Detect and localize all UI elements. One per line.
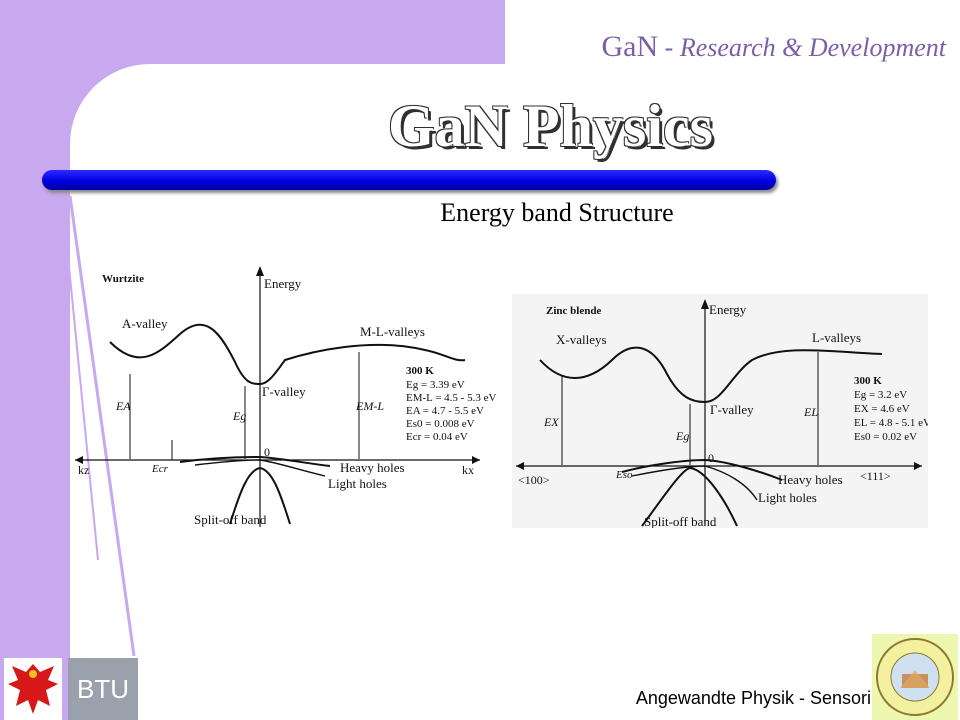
energy-axis-arrow (256, 266, 264, 276)
param-eg: Eg = 3.39 eV (406, 379, 465, 391)
l-valleys-label: L-valleys (812, 330, 861, 345)
param-ea: EA = 4.7 - 5.5 eV (406, 405, 484, 417)
slide-frame-top (0, 0, 505, 64)
btu-logo: BTU (68, 658, 138, 720)
eg-label: Eg (675, 429, 689, 443)
zincblende-band-diagram: Zinc blende Energy X-valleys L-valleys Γ… (512, 294, 928, 528)
footer-text: Angewandte Physik - Sensorik (635, 688, 880, 708)
temperature-label: 300 K (854, 375, 882, 387)
slide-frame-left (0, 0, 70, 720)
heavy-hole-band (621, 458, 783, 481)
direction-111-label: <111> (860, 469, 891, 483)
param-es0: Es0 = 0.02 eV (854, 431, 917, 443)
btu-logo-text: BTU (77, 673, 129, 704)
title-underline-bar (42, 170, 776, 190)
slide-subtitle: Energy band Structure (440, 198, 674, 227)
direction-100-label: <100> (518, 473, 550, 487)
ecr-label: Ecr (151, 463, 169, 475)
eso-label: Eso (615, 469, 633, 481)
split-off-label: Split-off band (194, 512, 267, 527)
heavy-holes-label: Heavy holes (778, 472, 843, 487)
kx-label: kx (462, 463, 474, 477)
conduction-band-curve (539, 346, 883, 404)
ex-label: EX (543, 415, 559, 429)
light-holes-label: Light holes (758, 490, 817, 505)
brand-name: GaN (601, 30, 659, 63)
param-ex: EX = 4.6 eV (854, 403, 910, 415)
brand-subtitle: - Research & Development (658, 33, 946, 62)
split-off-band (641, 466, 738, 527)
heavy-hole-band (179, 455, 331, 467)
param-ecr: Ecr = 0.04 eV (406, 431, 468, 443)
conduction-band-curve (109, 323, 466, 386)
wurtzite-label: Wurtzite (102, 273, 144, 285)
split-off-band (229, 466, 291, 525)
gamma-valley-label: Γ-valley (710, 402, 754, 417)
a-valley-label: A-valley (122, 316, 168, 331)
wurtzite-band-diagram: Wurtzite Energy A-valley M-L-valleys Γ-v… (75, 266, 496, 527)
eg-label: Eg (232, 409, 246, 423)
zero-label: 0 (264, 445, 270, 459)
kz-label: kz (78, 463, 89, 477)
split-off-label: Split-off band (644, 514, 717, 528)
slide-title: GaN Physics (388, 93, 714, 159)
param-eg: Eg = 3.2 eV (854, 389, 907, 401)
param-es0: Es0 = 0.008 eV (406, 418, 475, 430)
zero-label: 0 (708, 451, 714, 465)
temperature-label: 300 K (406, 365, 434, 377)
el-label: EL (803, 405, 818, 419)
energy-axis-label: Energy (709, 302, 747, 317)
param-el: EL = 4.8 - 5.1 eV (854, 417, 928, 429)
ml-valleys-label: M-L-valleys (360, 324, 425, 339)
institute-seal-icon (872, 634, 958, 720)
light-hole-band (194, 459, 326, 477)
x-valleys-label: X-valleys (556, 332, 607, 347)
zincblende-label: Zinc blende (546, 305, 601, 317)
light-holes-label: Light holes (328, 476, 387, 491)
param-eml: EM-L = 4.5 - 5.3 eV (406, 392, 496, 404)
header-brand: GaN - Research & Development (602, 30, 946, 64)
light-hole-band (631, 465, 758, 501)
heavy-holes-label: Heavy holes (340, 460, 405, 475)
energy-axis-label: Energy (264, 276, 302, 291)
gamma-valley-label: Γ-valley (262, 384, 306, 399)
ea-label: EA (115, 399, 131, 413)
eml-label: EM-L (355, 399, 384, 413)
eagle-logo-icon (4, 658, 62, 720)
